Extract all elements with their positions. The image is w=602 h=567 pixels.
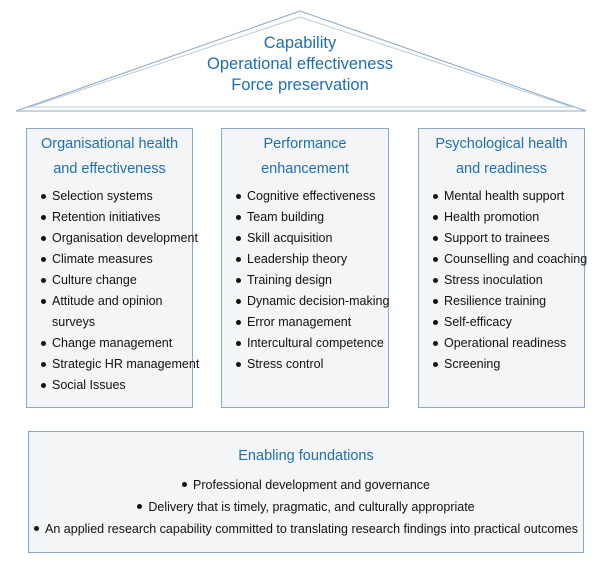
foundation-item-list: Professional development and governance … xyxy=(29,474,583,540)
list-item: Stress control xyxy=(236,354,388,375)
list-item: An applied research capability committed… xyxy=(29,518,583,540)
pillar-psychological-health: Psychological health and readiness Menta… xyxy=(418,128,587,408)
pillar-title-line: enhancement xyxy=(261,161,349,177)
pillar-title-line: and readiness xyxy=(455,161,548,177)
list-item: Screening xyxy=(433,354,584,375)
list-item: Dynamic decision-making xyxy=(236,291,389,312)
pillar-title: Psychological health and readiness xyxy=(419,132,584,182)
pillar-title-line: Psychological health xyxy=(435,136,568,152)
pillar-title-line: Performance xyxy=(263,136,347,152)
pillar-item-list: Selection systems Retention initiatives … xyxy=(27,186,199,396)
list-item: Self-efficacy xyxy=(433,312,584,333)
list-item: Leadership theory xyxy=(236,249,388,270)
list-item: Operational readiness xyxy=(433,333,584,354)
pillar-performance-enhancement: Performance enhancement Cognitive effect… xyxy=(221,128,389,408)
list-item: Change management xyxy=(41,333,192,354)
list-item: Organisation development xyxy=(41,228,198,249)
pillar-title: Organisational health and effectiveness xyxy=(27,132,192,182)
list-item: Stress inoculation xyxy=(433,270,584,291)
list-item: Strategic HR management xyxy=(41,354,199,375)
list-item: Culture change xyxy=(41,270,192,291)
list-item: Skill acquisition xyxy=(236,228,388,249)
list-item: Selection systems xyxy=(41,186,192,207)
bullet-icon xyxy=(137,504,143,510)
list-item: Resilience training xyxy=(433,291,584,312)
pillar-item-list: Cognitive effectiveness Team building Sk… xyxy=(222,186,389,375)
bullet-icon xyxy=(34,526,40,532)
bullet-icon xyxy=(182,482,188,488)
roof-shape xyxy=(15,10,587,112)
list-item: Intercultural competence xyxy=(236,333,388,354)
roof-text: Capability Operational effectiveness For… xyxy=(150,33,450,96)
foundation-title: Enabling foundations xyxy=(238,448,374,464)
list-item: Training design xyxy=(236,270,388,291)
list-item: Counselling and coaching xyxy=(433,249,587,270)
pillar-organisational-health: Organisational health and effectiveness … xyxy=(26,128,199,408)
list-item: Climate measures xyxy=(41,249,192,270)
roof-line-force-preservation: Force preservation xyxy=(231,76,369,94)
list-item: Support to trainees xyxy=(433,228,584,249)
list-item: Cognitive effectiveness xyxy=(236,186,388,207)
pillar-title: Performance enhancement xyxy=(222,132,388,182)
list-item: Error management xyxy=(236,312,388,333)
list-item: Health promotion xyxy=(433,207,584,228)
foundation-box: Enabling foundations Professional develo… xyxy=(28,431,584,553)
list-item: Social Issues xyxy=(41,375,192,396)
roof-line-capability: Capability xyxy=(263,34,337,52)
list-item: Professional development and governance xyxy=(29,474,583,496)
list-item: Retention initiatives xyxy=(41,207,192,228)
list-item: Team building xyxy=(236,207,388,228)
pillar-title-line: Organisational health xyxy=(40,136,179,152)
pillar-item-list: Mental health support Health promotion S… xyxy=(419,186,587,375)
pillar-title-line: and effectiveness xyxy=(53,161,166,177)
roof-line-operational-effectiveness: Operational effectiveness xyxy=(207,55,393,73)
list-item: Delivery that is timely, pragmatic, and … xyxy=(29,496,583,518)
list-item: Mental health support xyxy=(433,186,584,207)
